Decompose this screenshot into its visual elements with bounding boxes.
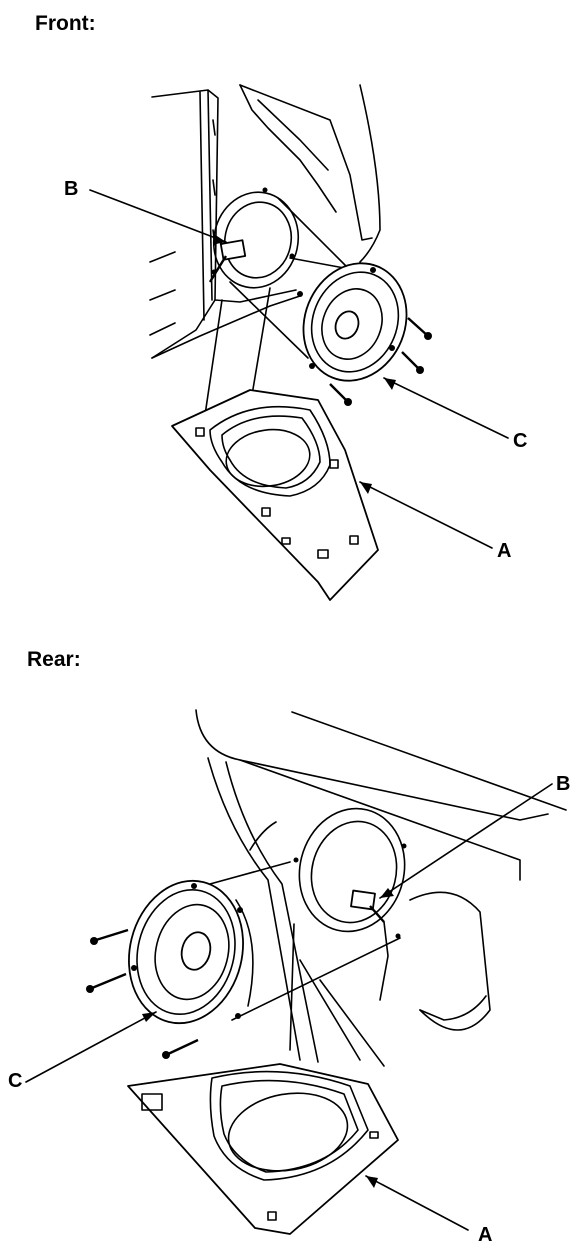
front-callout-c: C [513, 430, 528, 452]
rear-speaker-c [128, 879, 254, 1025]
rear-callout-c: C [8, 1070, 23, 1092]
rear-speaker-opening [293, 807, 407, 939]
rear-screws [86, 928, 199, 1059]
rear-body-panel [195, 709, 567, 1067]
front-speaker-c [297, 262, 408, 382]
front-screws [329, 317, 432, 406]
front-callout-b: B [64, 178, 79, 200]
rear-section-title: Rear: [27, 648, 81, 671]
front-section-title: Front: [35, 12, 96, 35]
front-assembly-guide-lines [204, 197, 356, 416]
front-cover-a [171, 389, 379, 601]
rear-connector-b [350, 889, 389, 1001]
front-door-panel [149, 84, 381, 359]
front-leader-lines [89, 189, 509, 549]
front-callout-a: A [497, 540, 512, 562]
rear-leader-lines [25, 783, 553, 1231]
rear-cover-a [127, 1063, 399, 1235]
front-speaker-diagram [89, 84, 509, 601]
front-speaker-opening [211, 187, 300, 289]
rear-callout-a: A [478, 1224, 493, 1246]
rear-callout-b: B [556, 773, 571, 795]
rear-speaker-diagram [25, 709, 567, 1235]
